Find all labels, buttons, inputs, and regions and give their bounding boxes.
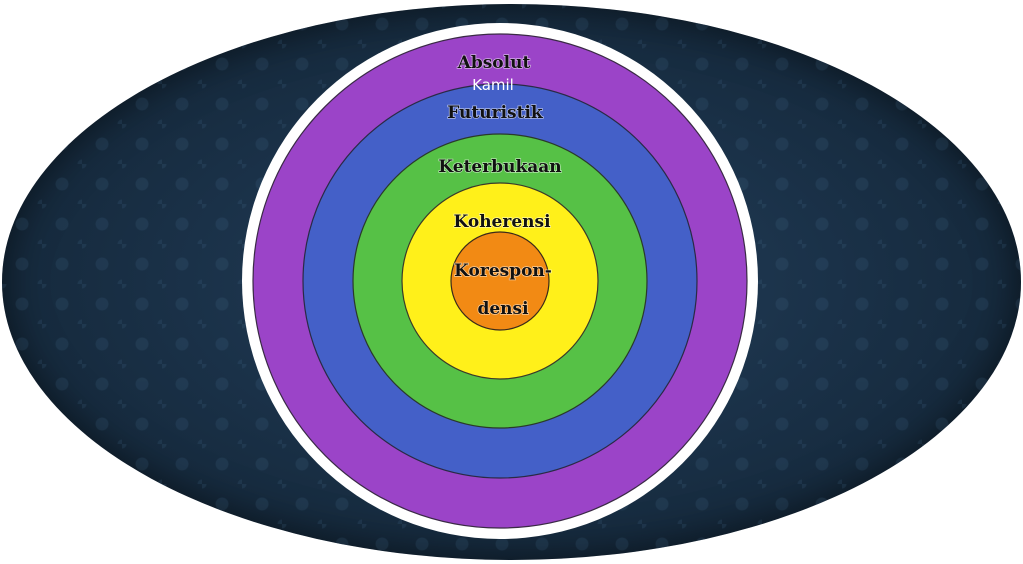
ring-korespondensi — [450, 231, 550, 331]
label-futuristik: Futuristik — [447, 103, 544, 123]
label-korespondensi-line1: Korespon- — [454, 261, 552, 281]
label-absolut: Absolut — [457, 53, 531, 73]
label-koherensi: Koherensi — [453, 212, 551, 232]
label-korespondensi-line2: densi — [477, 299, 529, 319]
label-keterbukaan: Keterbukaan — [438, 157, 561, 177]
label-kamil: Kamil — [472, 76, 514, 94]
